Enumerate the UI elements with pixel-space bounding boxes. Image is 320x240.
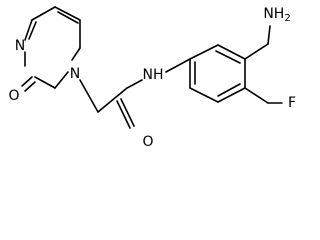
bond	[189, 87, 219, 103]
bond	[54, 6, 81, 21]
atom-label-n-ring-bottom: N	[70, 66, 80, 82]
bond	[244, 87, 269, 104]
bond	[215, 50, 241, 64]
bond	[217, 87, 246, 103]
atom-label-nh2: NH2	[263, 6, 290, 24]
bond	[165, 58, 191, 73]
benzene-ring	[165, 44, 246, 103]
molecule-structure: NH2 F NH O O N N	[8, 6, 296, 150]
pyrimidinone-ring	[24, 6, 81, 89]
substituents	[244, 25, 283, 104]
bond	[24, 81, 36, 92]
bond	[54, 71, 69, 89]
atom-label-o-amide: O	[142, 134, 153, 150]
bond	[97, 87, 128, 113]
bond	[28, 21, 37, 40]
bond	[21, 76, 33, 87]
ring-carbonyl	[21, 76, 36, 92]
bond	[71, 47, 81, 61]
bond	[24, 19, 33, 41]
bond	[34, 76, 56, 89]
bond	[31, 6, 56, 21]
bond	[267, 25, 271, 45]
bond	[57, 11, 79, 24]
atom-label-n-ring-top: N	[15, 38, 25, 54]
bond	[189, 44, 219, 60]
bond	[217, 83, 241, 97]
bond	[126, 79, 143, 89]
bond	[79, 79, 99, 113]
bond	[120, 98, 135, 127]
atom-label-o-ring: O	[8, 88, 19, 104]
atom-label-nh: NH	[143, 67, 164, 83]
bond	[116, 100, 131, 129]
bond	[217, 44, 246, 60]
acetamide-linker	[79, 79, 143, 129]
bond	[244, 43, 269, 60]
atom-label-f: F	[288, 95, 296, 111]
